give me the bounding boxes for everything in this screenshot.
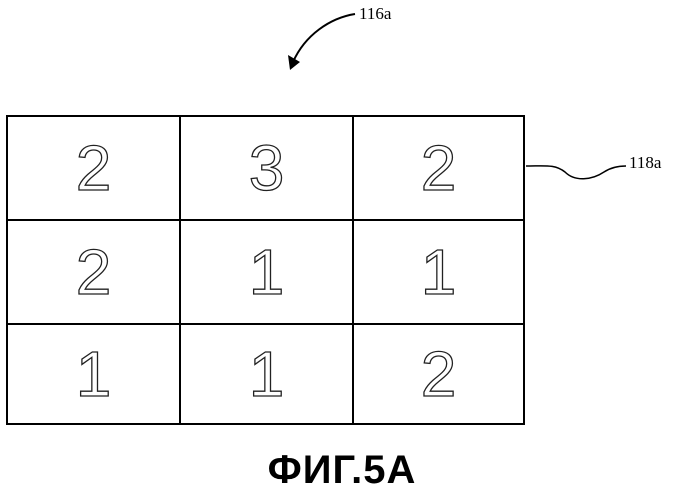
- grid-cell: 1: [354, 221, 523, 325]
- grid-cell: 2: [354, 325, 523, 423]
- grid-cell: 2: [8, 117, 181, 221]
- leader-line-118a: [526, 166, 626, 179]
- cell-value: 3: [249, 136, 285, 200]
- arrowhead-116a: [288, 55, 300, 70]
- number-grid: 2 3 2 2 1 1 1 1 2: [6, 115, 525, 425]
- leader-arrow-116a: [293, 14, 355, 62]
- grid-cell: 1: [181, 325, 354, 423]
- figure-title: ФИГ.5А: [0, 448, 684, 493]
- cell-value: 2: [76, 240, 112, 304]
- cell-value: 1: [249, 240, 285, 304]
- cell-value: 1: [249, 342, 285, 406]
- cell-value: 2: [421, 136, 457, 200]
- grid-cell: 1: [181, 221, 354, 325]
- grid-cell: 3: [181, 117, 354, 221]
- grid-cell: 2: [8, 221, 181, 325]
- cell-value: 2: [421, 342, 457, 406]
- cell-value: 1: [421, 240, 457, 304]
- reference-label-116a: 116a: [359, 4, 391, 24]
- cell-value: 2: [76, 136, 112, 200]
- grid-cell: 1: [8, 325, 181, 423]
- cell-value: 1: [76, 342, 112, 406]
- reference-label-118a: 118a: [629, 153, 661, 173]
- grid-cell: 2: [354, 117, 523, 221]
